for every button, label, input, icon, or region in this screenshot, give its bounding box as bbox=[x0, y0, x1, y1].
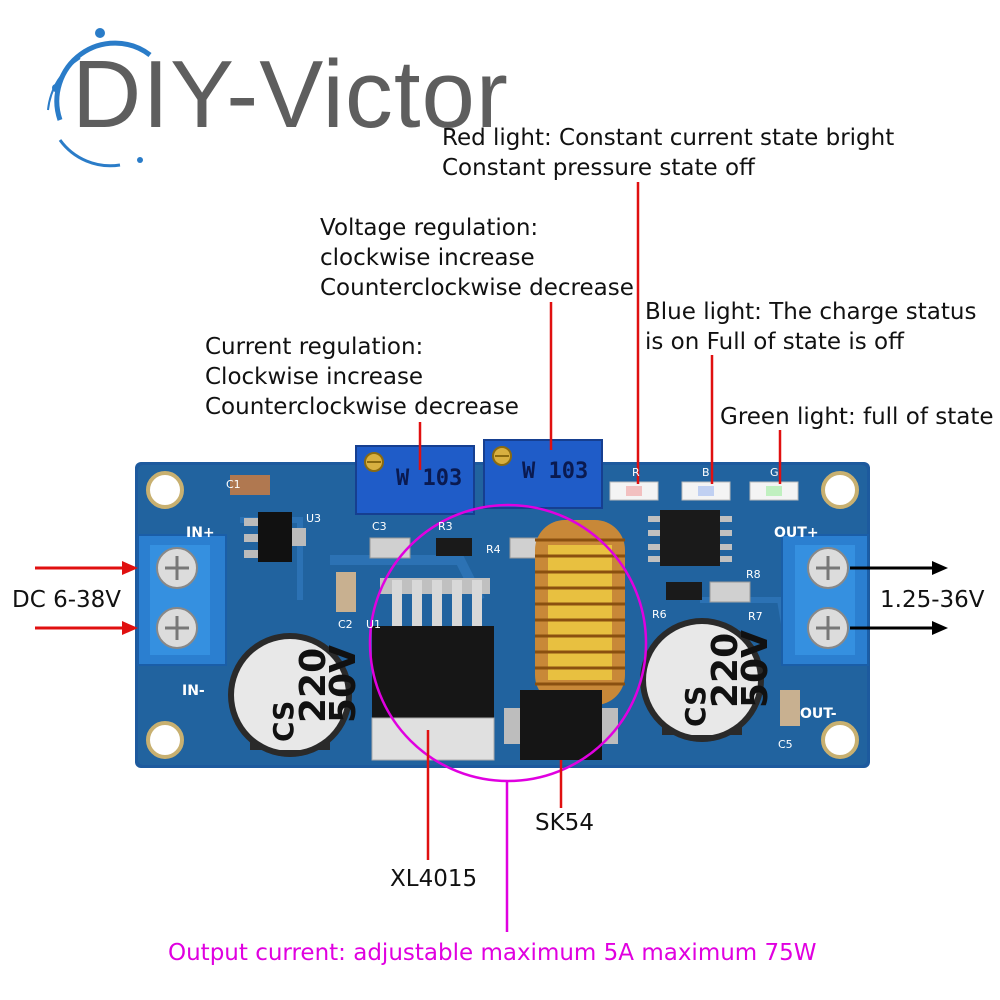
inductor-coil bbox=[535, 520, 625, 705]
silk-out-plus: OUT+ bbox=[774, 525, 819, 541]
current-regulation-line1: Current regulation: bbox=[205, 334, 424, 360]
silk-in-plus: IN+ bbox=[186, 525, 215, 541]
cap-left-line2: 220 bbox=[293, 648, 334, 723]
current-regulation-line3: Counterclockwise decrease bbox=[205, 394, 519, 420]
silk-in-minus: IN- bbox=[182, 683, 205, 699]
silk-led-r: R bbox=[632, 466, 640, 479]
blue-light-line2: is on Full of state is off bbox=[645, 329, 904, 355]
silk-r7: R7 bbox=[748, 610, 763, 623]
output-voltage-label: 1.25-36V bbox=[880, 587, 985, 613]
diode-label: SK54 bbox=[535, 810, 594, 836]
highlight-circle bbox=[368, 503, 648, 783]
input-terminal-block bbox=[137, 534, 227, 666]
smd-components bbox=[230, 475, 800, 726]
output-current-caption: Output current: adjustable maximum 5A ma… bbox=[168, 940, 817, 966]
red-light-line1: Red light: Constant current state bright bbox=[442, 125, 895, 151]
current-regulation-annotation: Current regulation: Clockwise increase C… bbox=[205, 332, 519, 422]
output-arrow-icon bbox=[850, 561, 948, 635]
callout-lines bbox=[418, 182, 782, 932]
current-regulation-line2: Clockwise increase bbox=[205, 364, 424, 390]
xl4015-chip bbox=[371, 578, 495, 761]
led-blue bbox=[681, 481, 731, 501]
silk-led-b: B bbox=[702, 466, 710, 479]
silk-c1: C1 bbox=[226, 478, 241, 491]
silk-u1: U1 bbox=[366, 618, 381, 631]
voltage-regulation-line2: clockwise increase bbox=[320, 245, 535, 271]
sk54-diode bbox=[504, 690, 618, 760]
current-potentiometer bbox=[355, 445, 475, 515]
chip-label: XL4015 bbox=[390, 866, 478, 892]
cap-left-line3: 50V bbox=[323, 645, 364, 723]
led-red bbox=[609, 481, 659, 501]
red-light-line2: Constant pressure state off bbox=[442, 155, 755, 181]
pot-left-marking: W 103 bbox=[396, 466, 462, 491]
green-light-annotation: Green light: full of state bbox=[720, 404, 994, 430]
cap-right-line3: 50V bbox=[735, 630, 776, 708]
pot-right-marking: W 103 bbox=[522, 459, 588, 484]
voltage-regulation-line1: Voltage regulation: bbox=[320, 215, 539, 241]
capacitor-left bbox=[228, 633, 352, 757]
cap-right-line2: 220 bbox=[705, 633, 746, 708]
silk-c3: C3 bbox=[372, 520, 387, 533]
op-amp-chip bbox=[648, 510, 732, 566]
silk-u3: U3 bbox=[306, 512, 321, 525]
blue-light-line1: Blue light: The charge status bbox=[645, 299, 977, 325]
red-light-annotation: Red light: Constant current state bright… bbox=[442, 123, 894, 183]
brand-logo-text: DIY-Victor bbox=[72, 41, 509, 148]
cap-right-line1: CS bbox=[679, 686, 712, 727]
mounting-hole bbox=[146, 471, 859, 759]
capacitor-right bbox=[640, 618, 764, 742]
input-arrow-icon bbox=[35, 561, 138, 635]
voltage-regulation-annotation: Voltage regulation: clockwise increase C… bbox=[320, 213, 634, 303]
led-green bbox=[749, 481, 799, 501]
cap-left-line1: CS bbox=[267, 701, 300, 742]
silk-r4: R4 bbox=[486, 543, 501, 556]
silk-out-minus: OUT- bbox=[800, 706, 837, 722]
input-voltage-label: DC 6-38V bbox=[12, 587, 122, 613]
blue-light-annotation: Blue light: The charge status is on Full… bbox=[645, 297, 976, 357]
output-terminal-block bbox=[781, 534, 869, 666]
silk-c2: C2 bbox=[338, 618, 353, 631]
voltage-potentiometer bbox=[483, 439, 603, 509]
silk-r8: R8 bbox=[746, 568, 761, 581]
silk-led-g: G bbox=[770, 466, 779, 479]
regulator-u3 bbox=[244, 512, 306, 562]
silk-r3: R3 bbox=[438, 520, 453, 533]
voltage-regulation-line3: Counterclockwise decrease bbox=[320, 275, 634, 301]
silk-c5: C5 bbox=[778, 738, 793, 751]
silk-r6: R6 bbox=[652, 608, 667, 621]
logo-ring-icon bbox=[47, 28, 152, 168]
